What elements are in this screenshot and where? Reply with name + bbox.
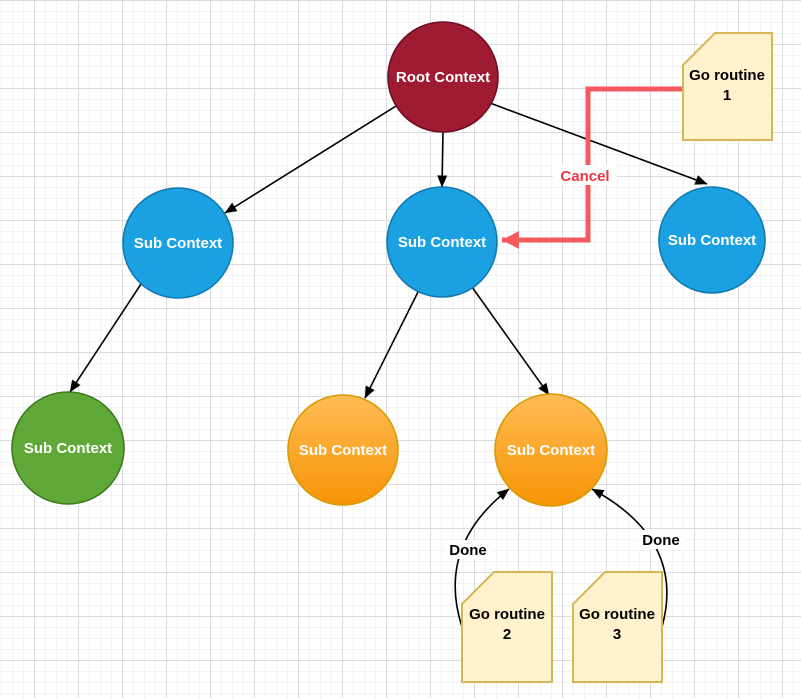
goroutine-2-card-shape — [461, 571, 553, 683]
cancel-label-bg — [553, 165, 617, 185]
edge-goroutine3-done[interactable]: Done — [591, 488, 685, 628]
sub-context-green-label: Sub Context — [24, 440, 112, 457]
done-left-label-bg — [445, 540, 492, 559]
goroutine-2-name: Go routine — [469, 606, 545, 623]
cancel-edge-line — [502, 86, 683, 249]
edge-root-to-sub-right-line — [489, 102, 708, 185]
goroutine-1-number: 1 — [723, 87, 731, 104]
node-sub-context-orange-right[interactable]: Sub Context — [494, 393, 608, 507]
edge-root-to-sub-left[interactable] — [224, 105, 397, 214]
done-right-label-bg — [638, 530, 685, 549]
edge-root-to-sub-middle[interactable] — [437, 131, 448, 188]
edge-goroutine1-cancel[interactable]: Cancel — [502, 86, 683, 249]
goroutine-3-name: Go routine — [579, 606, 655, 623]
goroutine-3-number: 3 — [613, 626, 621, 643]
done-right-label: Done — [642, 532, 680, 549]
node-sub-context-orange-left[interactable]: Sub Context — [287, 394, 399, 506]
sub-context-middle-circle — [386, 186, 498, 298]
edge-goroutine2-done[interactable]: Done — [445, 488, 510, 628]
edge-sub-middle-to-orange-right-line — [471, 286, 550, 396]
goroutine-3-card[interactable]: Go routine 3 — [572, 571, 663, 683]
edge-sub-left-to-green[interactable] — [69, 283, 142, 393]
node-sub-context-right[interactable]: Sub Context — [658, 186, 766, 294]
sub-context-orange-right-label: Sub Context — [507, 442, 595, 459]
sub-context-left-circle — [122, 187, 234, 299]
goroutine-2-card[interactable]: Go routine 2 — [461, 571, 553, 683]
node-root-context[interactable]: Root Context — [387, 21, 499, 133]
goroutine-1-card[interactable]: Go routine 1 — [682, 32, 773, 141]
sub-context-middle-label: Sub Context — [398, 234, 486, 251]
node-sub-context-green[interactable]: Sub Context — [11, 391, 125, 505]
edge-sub-middle-to-orange-left[interactable] — [364, 291, 419, 399]
done-left-label: Done — [449, 542, 487, 559]
sub-context-orange-left-circle — [287, 394, 399, 506]
sub-context-green-circle — [11, 391, 125, 505]
sub-context-left-label: Sub Context — [134, 235, 222, 252]
root-context-circle — [387, 21, 499, 133]
edge-sub-middle-to-orange-left-line — [364, 291, 419, 399]
goroutine-3-card-shape — [572, 571, 663, 683]
sub-context-orange-right-circle — [494, 393, 608, 507]
node-sub-context-middle[interactable]: Sub Context — [386, 186, 498, 298]
root-context-label: Root Context — [396, 69, 490, 86]
edge-sub-middle-to-orange-right[interactable] — [471, 286, 550, 396]
sub-context-orange-left-label: Sub Context — [299, 442, 387, 459]
edge-root-to-sub-right[interactable] — [489, 102, 708, 185]
goroutine-1-name: Go routine — [689, 67, 765, 84]
goroutine-2-number: 2 — [503, 626, 511, 643]
edge-root-to-sub-middle-line — [437, 131, 448, 188]
sub-context-right-circle — [658, 186, 766, 294]
sub-context-right-label: Sub Context — [668, 232, 756, 249]
cancel-label: Cancel — [560, 168, 609, 185]
edge-sub-left-to-green-line — [69, 283, 142, 393]
node-sub-context-left[interactable]: Sub Context — [122, 187, 234, 299]
edge-root-to-sub-left-line — [224, 105, 397, 214]
goroutine-1-card-shape — [682, 32, 773, 141]
